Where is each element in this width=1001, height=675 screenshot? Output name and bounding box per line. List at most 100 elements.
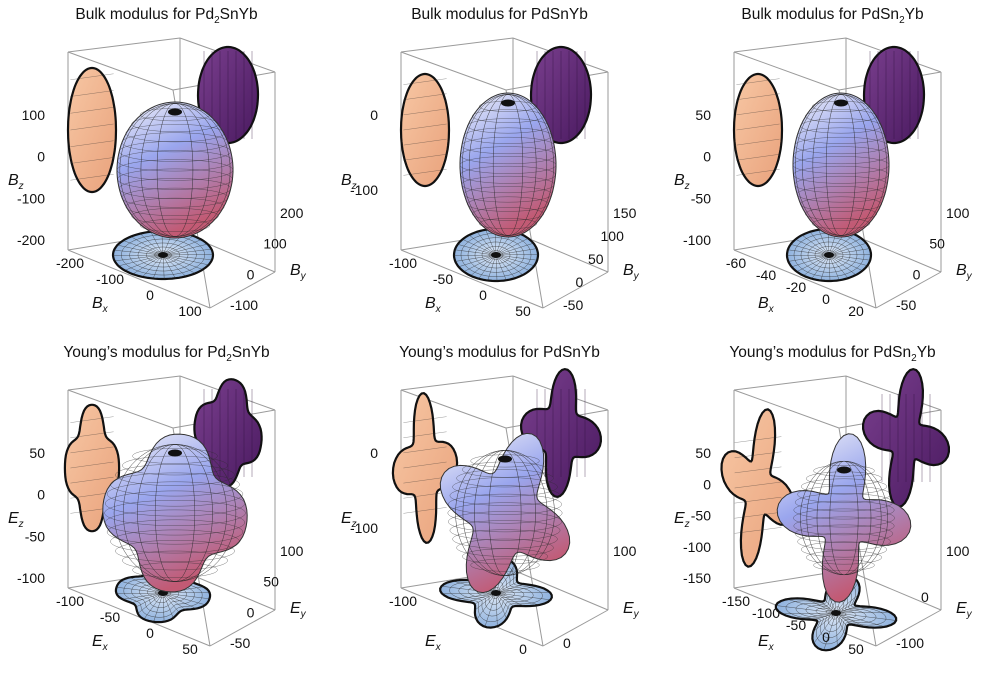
surface-latitude bbox=[125, 197, 225, 216]
floor-mesh-meridian bbox=[442, 592, 497, 595]
box-edge bbox=[733, 249, 877, 309]
surface-latitude bbox=[811, 218, 871, 230]
surface-latitude bbox=[793, 500, 895, 520]
floor-mesh-meridian bbox=[142, 254, 164, 278]
left-projection-grid bbox=[736, 123, 780, 131]
surface-latitude bbox=[460, 165, 556, 184]
floor-mesh-meridian bbox=[124, 254, 164, 271]
axis-tick-label: 50 bbox=[182, 641, 198, 657]
left-projection-grid bbox=[734, 496, 782, 504]
surface-latitude bbox=[793, 165, 889, 184]
floor-mesh-meridian bbox=[116, 586, 164, 594]
floor-mesh-meridian bbox=[828, 254, 849, 279]
axis-tick-label: 50 bbox=[515, 303, 531, 319]
surface-latitude bbox=[118, 178, 232, 199]
axis-tick-label: 100 bbox=[178, 303, 202, 319]
surface-latitude bbox=[139, 108, 211, 122]
left-projection-grid bbox=[736, 78, 780, 85]
floor-mesh-meridian bbox=[835, 612, 846, 636]
floor-mesh-meridian bbox=[495, 254, 516, 279]
box-edge bbox=[875, 609, 942, 647]
surface-latitude bbox=[800, 118, 882, 134]
surface-longitude bbox=[119, 103, 231, 237]
panel-title-text: Young’s modulus for Pd bbox=[63, 344, 227, 361]
projection-floor bbox=[452, 227, 540, 283]
surface-latitude bbox=[792, 156, 890, 174]
surface-latitude bbox=[805, 550, 883, 565]
floor-mesh-meridian bbox=[474, 592, 497, 611]
axis-tick-label: -50 bbox=[230, 635, 250, 651]
surface-latitude bbox=[115, 464, 235, 486]
floor-mesh-meridian bbox=[828, 254, 840, 281]
panel-title-subscript: 2 bbox=[899, 15, 905, 27]
axis-tick-label: -100 bbox=[683, 232, 711, 248]
surface-latitude bbox=[452, 477, 558, 497]
floor-mesh-meridian bbox=[162, 254, 196, 274]
floor-mesh-meridian bbox=[118, 254, 164, 267]
axis-tick-label: 0 bbox=[247, 604, 255, 620]
floor-mesh-meridian bbox=[162, 592, 186, 610]
box-edge bbox=[400, 51, 507, 91]
floor-mesh-meridian bbox=[495, 254, 498, 282]
left-projection-shape bbox=[399, 72, 451, 188]
left-projection-grid bbox=[70, 174, 114, 181]
axis-tick-label: 0 bbox=[37, 487, 45, 503]
surface-latitude bbox=[796, 127, 886, 144]
floor-mesh-meridian bbox=[828, 242, 867, 256]
box-edge bbox=[733, 375, 847, 391]
axis-tick-label: 100 bbox=[22, 107, 46, 123]
floor-mesh-meridian bbox=[828, 254, 857, 276]
axis-tick-label: 0 bbox=[247, 266, 255, 282]
surface-latitude bbox=[104, 500, 246, 526]
floor-mesh-meridian bbox=[835, 612, 867, 628]
surface-pole bbox=[498, 455, 512, 463]
axis-tick-label: 0 bbox=[576, 274, 584, 290]
axis-tick-label: 100 bbox=[263, 236, 287, 252]
floor-mesh-meridian bbox=[457, 244, 497, 256]
surface-latitude bbox=[796, 186, 886, 203]
axis-tick-label: -100 bbox=[896, 635, 924, 651]
axis-tick-label: -150 bbox=[722, 593, 750, 609]
surface-latitude bbox=[139, 218, 211, 232]
axis-label: Bz bbox=[674, 172, 690, 192]
axis-tick-label: 0 bbox=[913, 266, 921, 282]
main-surface bbox=[102, 433, 248, 593]
surface-latitude bbox=[470, 558, 540, 572]
axis-tick-label: 100 bbox=[280, 543, 304, 559]
surface-latitude bbox=[794, 136, 888, 155]
floor-mesh-meridian bbox=[799, 612, 837, 619]
floor-mesh-meridian bbox=[135, 592, 164, 608]
floor-mesh-meridian bbox=[809, 231, 830, 256]
axis-tick-label: -200 bbox=[17, 232, 45, 248]
axis-label: Ey bbox=[623, 600, 640, 620]
floor-mesh-meridian bbox=[811, 254, 830, 279]
axis-tick-label: 50 bbox=[695, 445, 711, 461]
left-projection-grid bbox=[70, 431, 114, 438]
surface-latitude bbox=[104, 509, 246, 536]
left-projection-grid bbox=[403, 507, 447, 514]
axis-tick-label: -50 bbox=[433, 271, 453, 287]
axis-tick-label: 50 bbox=[695, 107, 711, 123]
left-projection-grid bbox=[734, 527, 782, 534]
axis-tick-label: -100 bbox=[683, 539, 711, 555]
surface-body bbox=[792, 92, 890, 238]
axis-tick-label: -50 bbox=[25, 528, 45, 544]
panel-title-text: Yb bbox=[916, 344, 936, 361]
surface-latitude bbox=[116, 159, 234, 181]
surface-latitude bbox=[115, 540, 235, 562]
surface-latitude bbox=[797, 532, 891, 551]
box-edge bbox=[845, 569, 942, 611]
floor-mesh-meridian bbox=[823, 612, 837, 651]
floor-mesh-meridian bbox=[813, 612, 837, 632]
surface-pole bbox=[837, 466, 851, 474]
floor-pole bbox=[491, 252, 501, 258]
left-projection-grid bbox=[70, 446, 114, 454]
box-edge bbox=[875, 271, 942, 309]
floor-mesh-meridian bbox=[828, 254, 831, 282]
floor-mesh-meridian bbox=[495, 254, 535, 266]
axis-label: Ex bbox=[92, 633, 109, 653]
left-projection-grid bbox=[70, 140, 114, 147]
floor-mesh-meridian bbox=[495, 592, 524, 607]
floor-mesh-meridian bbox=[485, 229, 497, 256]
axis-tick-label: -50 bbox=[100, 609, 120, 625]
